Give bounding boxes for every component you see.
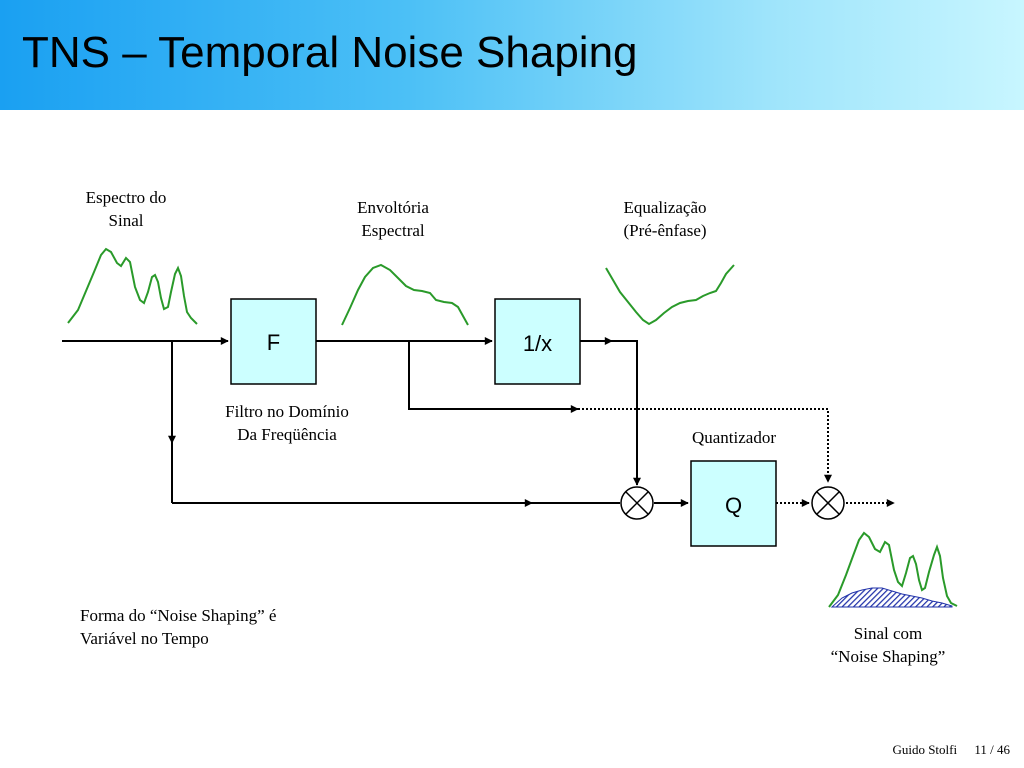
slide-footer: Guido Stolfi 11 / 46 [892, 742, 1010, 758]
noise-shaping-note: Forma do “Noise Shaping” é Variável no T… [80, 604, 276, 650]
equalization-label-line-2: (Pré-ênfase) [623, 221, 707, 240]
filter-block-label: F [267, 330, 280, 355]
output-spectrum-curve [828, 531, 958, 608]
spectrum-label-line-2: Sinal [108, 211, 144, 230]
envelope-label-line-1: Envoltória [357, 198, 429, 217]
equalization-label-line-1: Equalização [623, 198, 707, 217]
spectrum-label: Espectro do Sinal [66, 186, 186, 232]
equalization-curve [605, 264, 735, 326]
quantizer-caption: Quantizador [669, 426, 799, 449]
quantizer-block-label: Q [725, 493, 742, 518]
footer-page-number: 11 / 46 [974, 742, 1010, 757]
inverse-block [494, 298, 581, 385]
result-label-line-2: “Noise Shaping” [830, 647, 946, 666]
shaped-noise-area [830, 587, 953, 608]
filter-caption: Filtro no Domínio Da Freqüência [202, 400, 372, 446]
spectral-envelope-curve [341, 263, 469, 326]
footer-author: Guido Stolfi [892, 742, 958, 757]
multiplier-1 [620, 486, 654, 520]
quantizer-block [690, 460, 777, 547]
inverse-block-label: 1/x [523, 331, 552, 356]
spectrum-label-line-1: Espectro do [85, 188, 167, 207]
quantizer-caption-text: Quantizador [691, 428, 777, 447]
signal-paths [62, 337, 689, 507]
result-label: Sinal com “Noise Shaping” [808, 622, 968, 668]
filter-caption-line-2: Da Freqüência [237, 425, 337, 444]
multiplier-2 [811, 486, 845, 520]
equalization-label: Equalização (Pré-ênfase) [595, 196, 735, 242]
dotted-paths [578, 408, 895, 507]
envelope-label: Envoltória Espectral [333, 196, 453, 242]
envelope-label-line-2: Espectral [361, 221, 425, 240]
signal-spectrum-curve [67, 247, 198, 325]
title-bar [0, 0, 1024, 110]
result-label-line-1: Sinal com [853, 624, 923, 643]
slide-title: TNS – Temporal Noise Shaping [22, 28, 638, 77]
note-line-1: Forma do “Noise Shaping” é [80, 606, 277, 625]
note-line-2: Variável no Tempo [80, 629, 209, 648]
filter-caption-line-1: Filtro no Domínio [225, 402, 349, 421]
